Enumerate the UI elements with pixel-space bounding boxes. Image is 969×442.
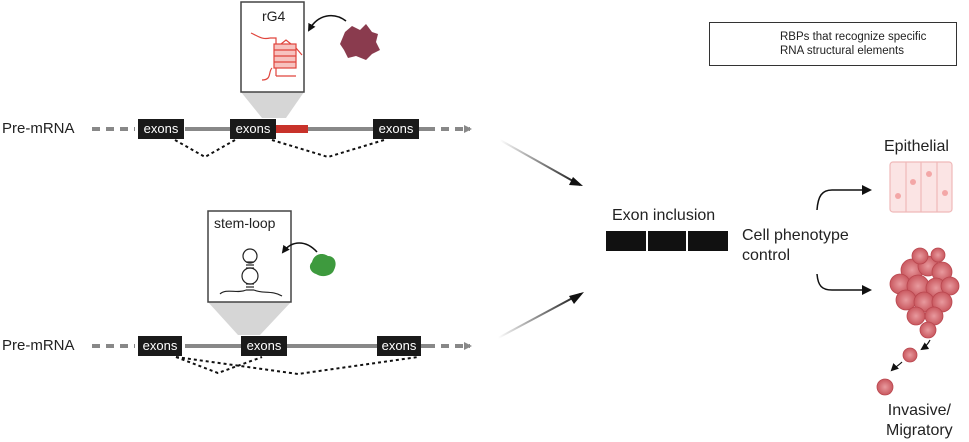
invasive-cell-cluster-icon: [889, 247, 960, 339]
top-splice-junction-2: [271, 139, 385, 159]
epithelial-label: Epithelial: [884, 138, 949, 155]
top-exon-3: exons: [373, 119, 419, 139]
exon-inclusion-bar: [606, 231, 728, 251]
bottom-splice-junction-2: [175, 356, 419, 376]
legend-line-2: RNA structural elements: [780, 45, 904, 57]
rg4-title: rG4: [262, 8, 286, 24]
legend-box: RBPs that recognize specific RNA structu…: [709, 22, 957, 66]
bottom-splice-junction-1: [175, 356, 263, 375]
top-rbp-arrow: [308, 14, 347, 32]
invasive-arrow: [816, 273, 872, 295]
top-exon-2: exons: [230, 119, 276, 139]
stem-loop-icon: [219, 248, 283, 297]
bottom-exon-1: exons: [138, 336, 182, 356]
bottom-premrna-label: Pre-mRNA: [2, 337, 75, 354]
invasive-line-1: Invasive/: [887, 402, 951, 419]
invasive-migratory-label: Invasive/ Migratory: [886, 401, 953, 441]
top-to-center-arrowhead: [569, 177, 583, 186]
exon-inclusion-title: Exon inclusion: [612, 207, 716, 224]
bottom-callout-pointer: [208, 302, 291, 335]
epithelial-cells-icon: [889, 161, 953, 213]
epithelial-arrow: [816, 185, 872, 211]
legend-line-1: RBPs that recognize specific: [780, 31, 927, 43]
bottom-to-center-arrowhead: [569, 292, 584, 304]
invasive-line-2: Migratory: [886, 422, 953, 439]
cell-phenotype-line-2: control: [742, 247, 791, 264]
migrating-cell-2: [876, 378, 894, 396]
migrating-cell-1: [902, 347, 918, 363]
cell-phenotype-label: Cell phenotype control: [742, 226, 849, 266]
bottom-exon-3: exons: [377, 336, 421, 356]
top-rbp-icon: [340, 24, 380, 60]
top-splice-junction-1: [174, 139, 236, 159]
top-callout-pointer: [241, 92, 304, 118]
cell-phenotype-line-1: Cell phenotype: [742, 227, 849, 244]
migration-arrow-1: [920, 339, 931, 351]
bottom-rbp-icon: [309, 254, 336, 277]
top-premrna-label: Pre-mRNA: [2, 120, 75, 137]
migration-arrow-2: [890, 361, 903, 372]
bottom-rbp-arrow: [281, 242, 318, 254]
legend-text: RBPs that recognize specific RNA structu…: [780, 30, 926, 58]
g4-structure-icon: [250, 32, 303, 81]
rg4-site-marker: [273, 125, 308, 133]
top-exon-1: exons: [138, 119, 184, 139]
bottom-to-center-arrow-line: [497, 293, 581, 339]
top-to-center-arrow-line: [499, 139, 581, 186]
stem-loop-title: stem-loop: [214, 215, 276, 231]
bottom-exon-2: exons: [241, 336, 287, 356]
